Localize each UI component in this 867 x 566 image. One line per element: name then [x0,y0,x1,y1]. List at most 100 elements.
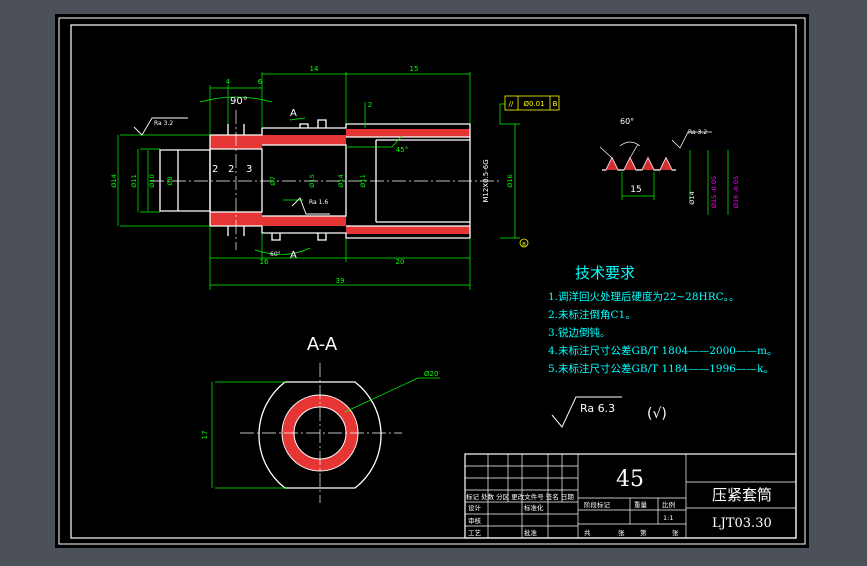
note-3: 3.锐边倒钝。 [548,326,611,339]
dim-top-15: 15 [410,65,419,73]
thread-dia-15: Ø15 -0.05 [710,176,718,208]
tolerance-frame: // Ø0.01 B [504,95,560,111]
left-recess [159,149,211,212]
thread-length: 15 [630,185,641,195]
section-outer [258,381,382,489]
note-2: 2.未标注倒角C1。 [548,308,636,321]
section-mark-bot: A [290,250,297,261]
hatch-bot-right [346,226,470,234]
title-block: 45 压紧套筒 LJT03.30 标记 处数 分区 更改文件号 签名 日期 设计… [464,453,797,539]
title-block-frame [464,453,797,539]
dim-top-4: 4 [226,78,231,86]
tb-scale: 比例 [662,500,675,509]
part-outline [159,119,471,241]
cross-hole [227,124,245,236]
section-view: A-A Ø20 17 [201,334,440,503]
tb-part-name: 压紧套筒 [712,486,772,504]
section-title: A-A [307,334,338,355]
dia-hole: Ø7 [269,176,277,185]
thread-dia-14: Ø14 [688,191,696,204]
note-1: 1.调洋回火处理后硬度为22~28HRC。。 [548,290,739,303]
hatch-bot-left [210,212,262,226]
bore-mid [262,144,347,217]
dia-neck: Ø15 [308,174,316,187]
tb-scale-value: 1:1 [663,514,673,522]
angle-60-bottom: 60° [270,251,281,258]
tb-rev-header: 标记 处数 分区 更改文件号 签名 日期 [466,492,574,501]
tb-standardization: 标准化 [524,503,544,512]
dia-right: Ø16 [506,174,514,187]
hole-2a: 2 [212,164,218,175]
dim-overall: 39 [336,277,345,285]
ra-left-symbol [133,117,188,136]
center-lines [150,110,500,250]
dia-left-2: Ø11 [130,174,138,187]
thread-label: M12X0.5-6G [482,159,490,202]
dia-left-outer: Ø14 [110,174,118,187]
dim-bot-16: 16 [260,258,269,266]
hatch-top-mid [262,135,346,145]
dia-bore: Ø8 [166,176,174,185]
dimension-lines [117,72,520,290]
drawing-sheet [55,14,809,548]
note-5: 5.未标注尺寸公差GB/T 1184——1996——k。 [548,362,774,375]
roughness-symbols [133,117,330,215]
ra-general-suffix: (√) [647,406,667,422]
tb-sheet: 张 [618,528,625,537]
dim-chamfer-45: 45° [396,146,408,154]
thread-dia-16: Ø16 -0.05 [732,176,740,208]
hatch-bot-mid [262,216,346,226]
ra-general: Ra 6.3 [580,402,615,415]
dim-chamfer-2: 2 [368,101,372,109]
ra-bottom: Ra 1.6 [309,199,328,206]
general-roughness: Ra 6.3 (√) [551,396,667,428]
outer-border [58,17,806,545]
dia-mid: Ø14 [337,174,345,187]
dim-top-14: 14 [310,65,319,73]
tb-approve: 批准 [524,528,538,537]
notes-title: 技术要求 [575,264,635,282]
ra-left: Ra 3.2 [154,120,173,127]
hole-2b: 2 [228,164,234,175]
groove-top [299,119,327,128]
dim-top-6: 6 [258,78,263,86]
note-4: 4.未标注尺寸公差GB/T 1804——2000——m。 [548,344,777,357]
thread-detail: 60° Ra 3.2 15 Ø14 Ø15 -0.05 Ø16 -0.05 [599,117,740,215]
angle-90: 90° [230,96,248,107]
tb-sheets-total: 共 [584,528,591,537]
tb-sheet-unit: 张 [672,528,679,537]
dim-bot-20: 20 [396,258,405,266]
tolerance-value: Ø0.01 [523,100,544,108]
tolerance-datum: B [553,100,558,108]
bore-right [346,136,470,227]
tb-weight: 重量 [634,501,648,509]
tb-drawing-number: LJT03.30 [712,516,772,531]
technical-notes: 技术要求 1.调洋回火处理后硬度为22~28HRC。。 2.未标注倒角C1。 3… [548,264,777,375]
dia-left-3: Ø10 [148,174,156,187]
main-view: 4 6 14 15 16 20 39 2 45° 90° A A 2 2 3 R… [110,65,560,290]
thread-angle: 60° [620,117,634,126]
hatch-top-right [346,129,470,137]
section-hatch [210,129,470,234]
section-mark-top: A [290,108,297,119]
tb-design: 设计 [468,503,482,512]
section-dia: Ø20 [424,370,438,378]
groove-bot [271,233,327,241]
tb-material: 45 [616,467,644,492]
thread-hatch [606,158,672,170]
thread-ra: Ra 3.2 [688,129,707,136]
tolerance-symbol: // [509,100,514,108]
thread-rough-symbol [671,131,712,149]
section-height: 17 [201,431,209,440]
tb-stage-mark: 阶段标记 [584,500,611,509]
datum-b: B [522,242,526,248]
tb-process: 工艺 [468,529,482,537]
section-ring [281,395,358,471]
dia-inner-right: Ø11 [359,174,367,187]
tb-review: 审核 [468,516,482,525]
ra-bottom-symbol [291,197,330,215]
datum-b-marker [519,238,529,248]
tb-sheet-no: 第 [640,528,647,537]
